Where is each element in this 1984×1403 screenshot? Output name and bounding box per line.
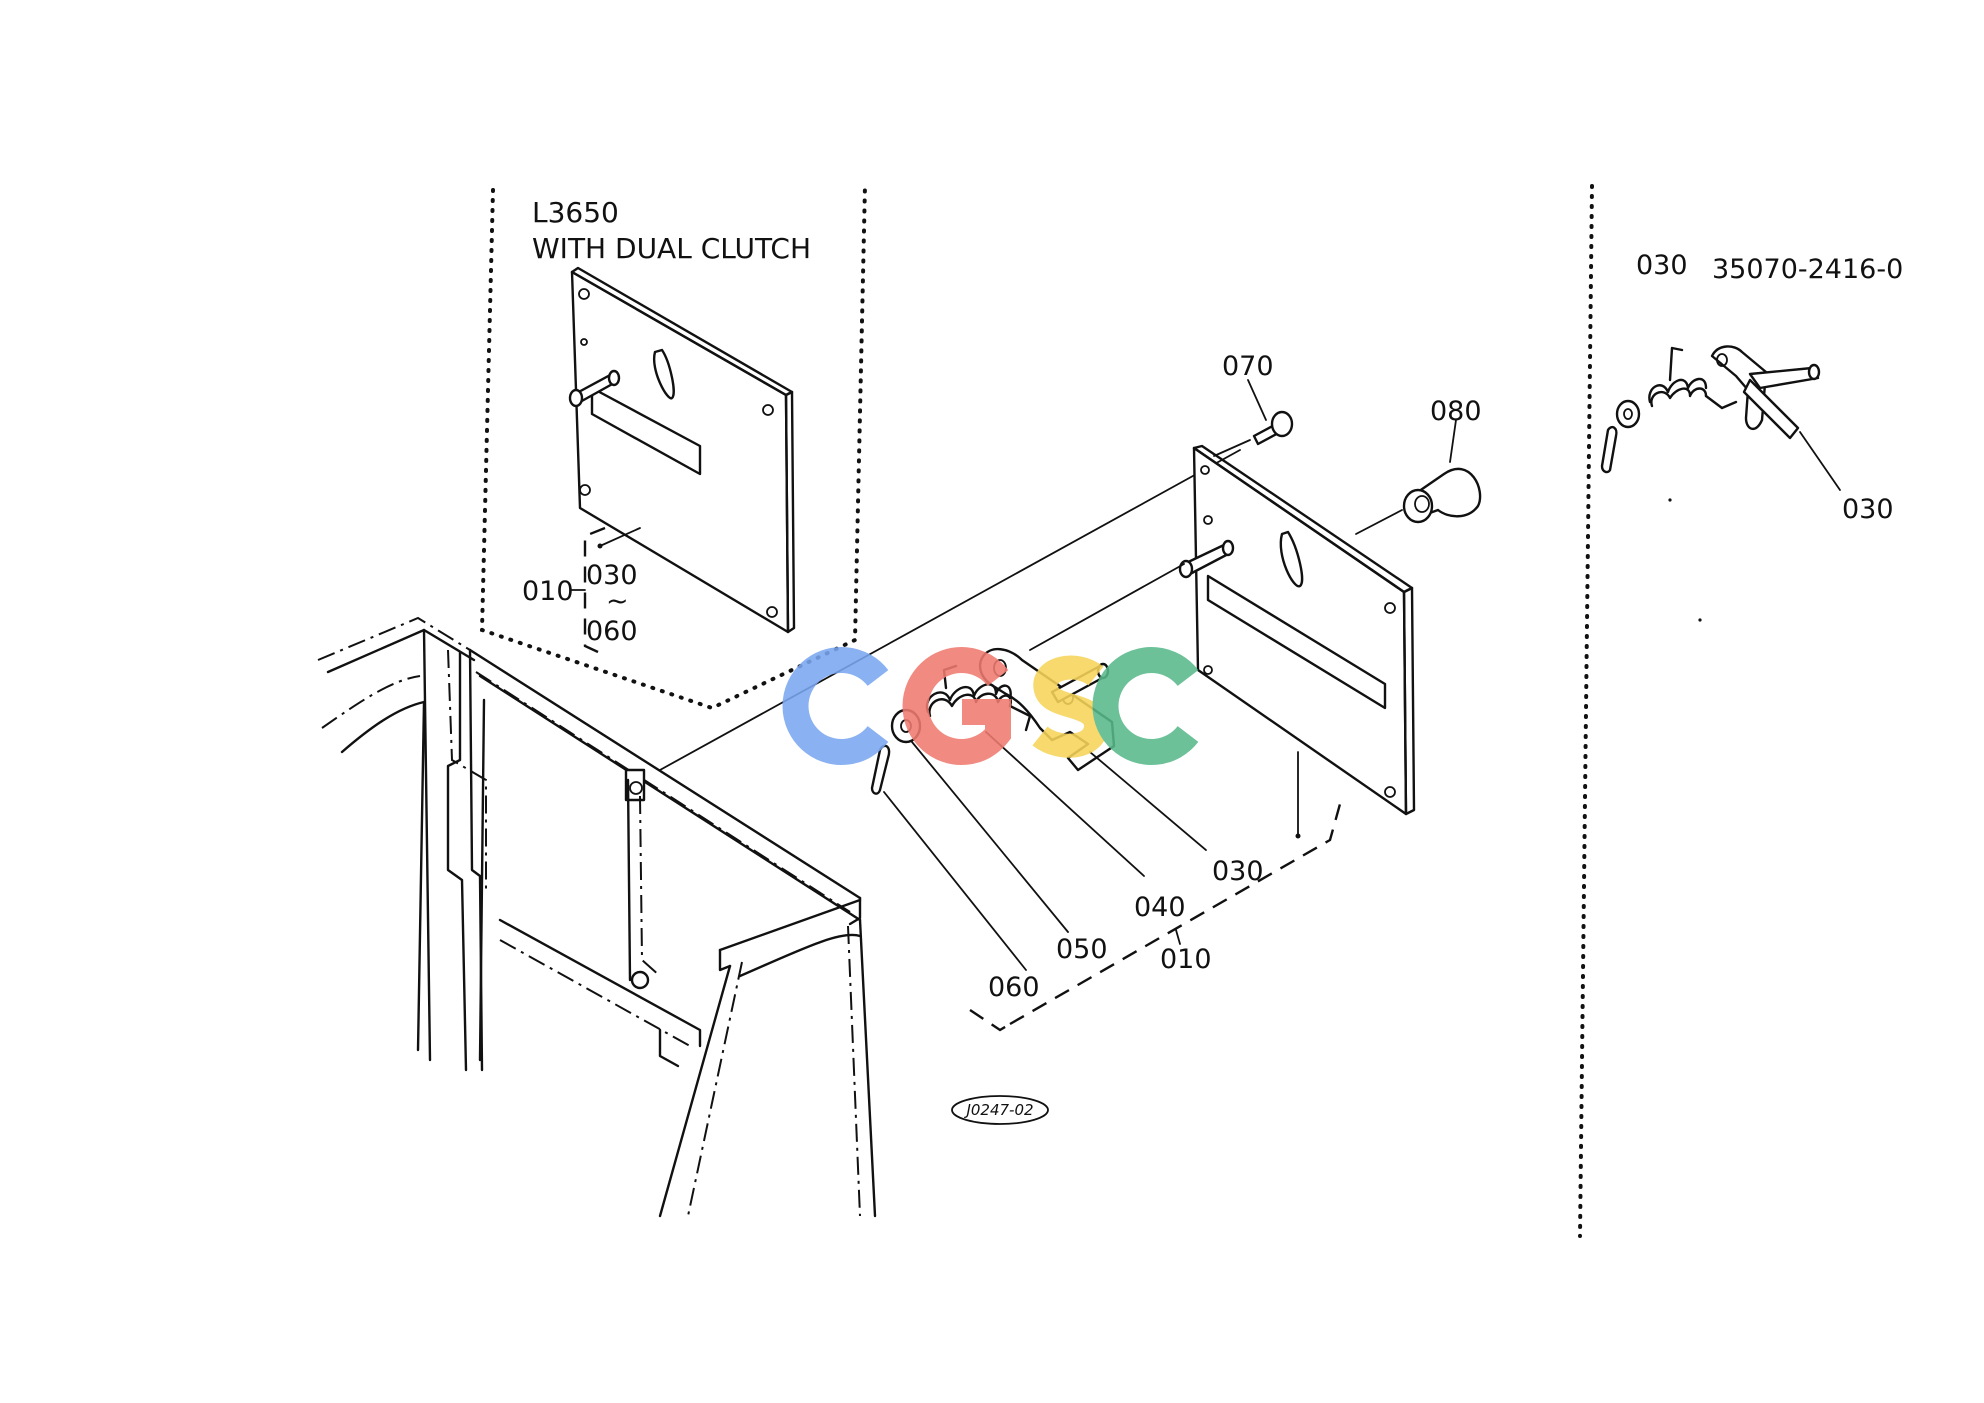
inset-right-boundary [1578,184,1594,1238]
inset-leader-dot [597,543,603,549]
inset-variant-label: WITH DUAL CLUTCH [532,232,811,265]
leader-070 [1247,379,1267,421]
inset-range-start: 030 [586,560,638,591]
inset-range-end: 060 [586,616,638,647]
inset-ref-label: 030 [1636,250,1688,281]
inset-range-tilde: ~ [606,586,629,617]
leader-010 [1175,929,1181,945]
inset-part-detail: 030 35070-2416-0 030 [1578,184,1903,1238]
callout-010: 010 [1160,944,1212,975]
leader-060 [883,791,1027,971]
leader-080 [1449,419,1457,463]
watermark-logo [782,647,1199,765]
inset-callout-030: 030 [1842,494,1894,525]
watermark-letter-c1 [782,647,889,765]
leader-040 [985,731,1145,877]
leader-030 [1089,751,1207,851]
inset-dual-clutch: L3650 WITH DUAL CLUTCH 010 030 ~ 060 [479,183,867,711]
tractor-frame [317,449,1241,1218]
callout-070: 070 [1222,351,1274,382]
watermark-letter-c2 [1092,647,1199,765]
callout-030: 030 [1212,856,1264,887]
inset-bracket-plate [568,266,796,634]
main-assembly: 070 080 030 040 050 010 060 [870,351,1482,1032]
knob-080 [1355,467,1482,535]
inset-group-label: 010 [522,576,574,607]
callout-060: 060 [988,972,1040,1003]
inset-leader-line [599,527,641,547]
inset-part-number: 35070-2416-0 [1712,254,1903,285]
svg-text:J0247-02: J0247-02 [963,1101,1033,1119]
watermark-letter-g [902,647,1011,765]
inset-lever-assembly [1600,345,1841,622]
leader-050 [911,741,1069,933]
assembly-group-bracket [969,1009,1011,1032]
callout-040: 040 [1134,892,1186,923]
bolt-070 [1213,410,1294,457]
drawing-code-badge: J0247-02 [951,1095,1049,1125]
callout-080: 080 [1430,396,1482,427]
bracket-plate [1178,444,1416,816]
inset-model-label: L3650 [532,196,619,229]
callout-050: 050 [1056,934,1108,965]
watermark-letter-s [1032,655,1109,758]
inset-group-bracket [583,526,606,654]
